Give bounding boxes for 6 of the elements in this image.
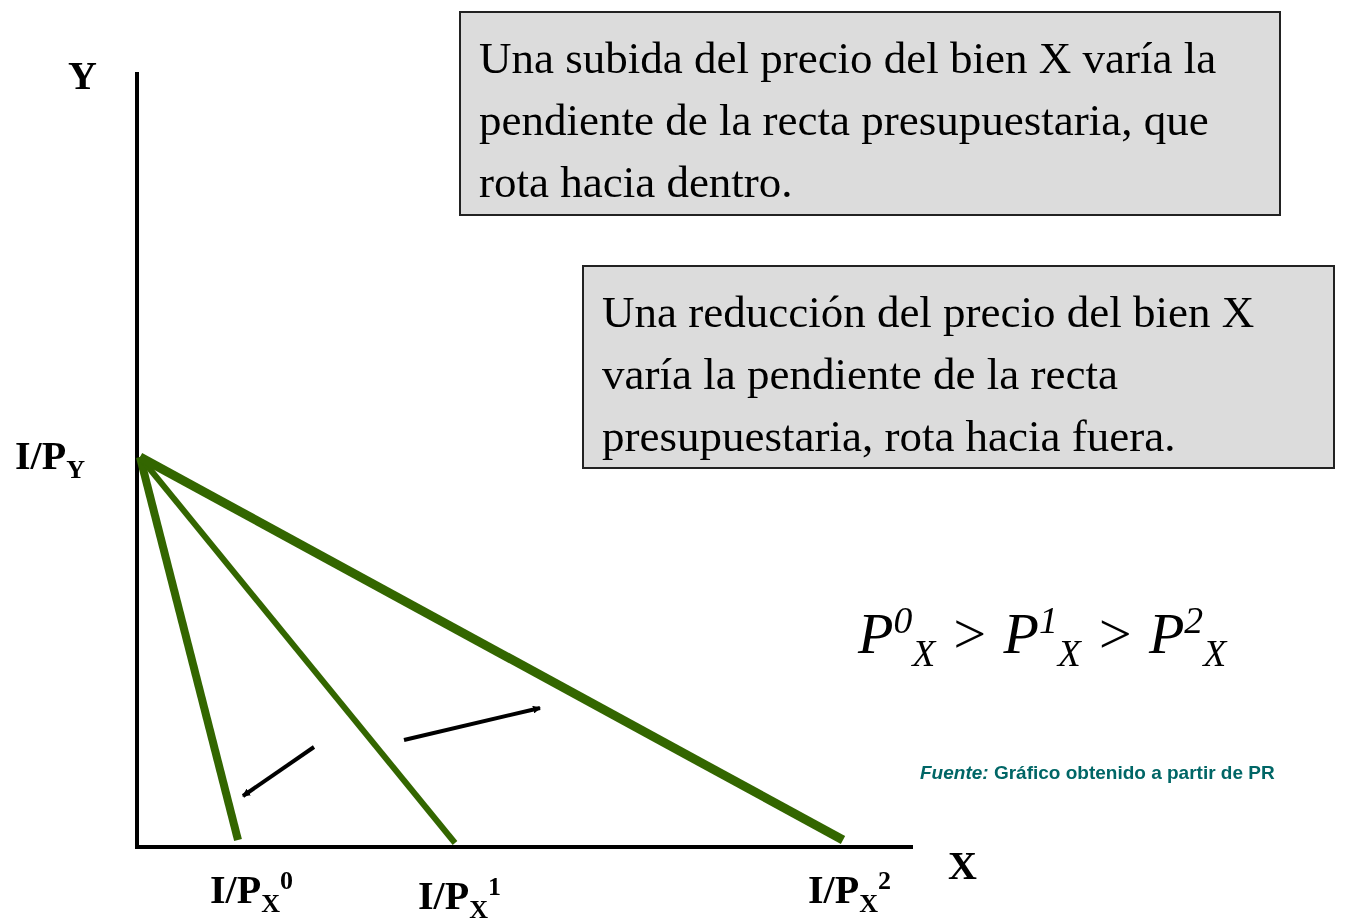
axis-value-label: I/P$_{Y}$ <box>15 432 85 485</box>
axis-label: X <box>948 842 977 889</box>
note-box: Una reducción del precio del bien X varía la pendiente de la recta presupuestaria, rota hacia fuera. <box>582 265 1335 469</box>
axis-label: Y <box>68 52 97 99</box>
source-note: Fuente: Gráfico obtenido a partir de PR <box>920 762 1275 784</box>
note-box: Una subida del precio del bien X varía la pendiente de la recta presupuestaria, que rota hacia dentro. <box>459 11 1281 216</box>
